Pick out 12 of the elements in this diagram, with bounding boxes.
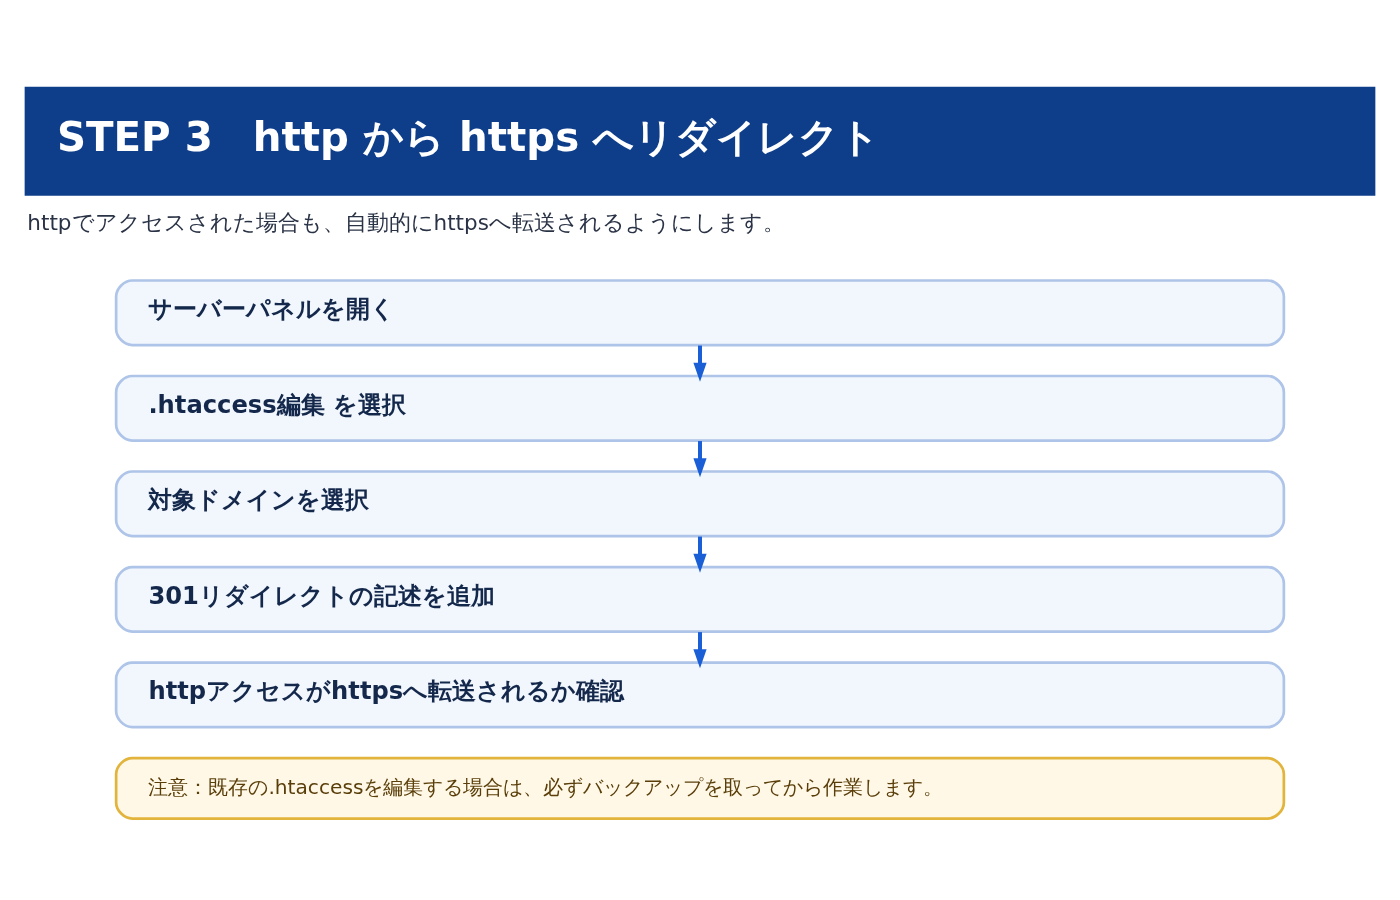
node-box: サーバーパネルを開く: [114, 279, 1286, 347]
arrow: [693, 441, 707, 478]
label: httpでアクセスされた場合も、自動的にhttpsへ転送されるようにします。: [27, 210, 785, 236]
node-box: httpアクセスがhttpsへ転送されるか確認: [114, 661, 1286, 729]
diagram-title: STEP 3 http から https へリダイレクト: [56, 113, 881, 161]
node-box: 対象ドメインを選択: [114, 470, 1286, 538]
arrow: [693, 345, 707, 382]
arrow: [693, 632, 707, 669]
node-box: .htaccess編集 を選択: [114, 374, 1286, 442]
arrow: [693, 536, 707, 573]
node-box: 301リダイレクトの記述を追加: [114, 565, 1286, 633]
node-box: 注意：既存の.htaccessを編集する場合は、必ずバックアップを取ってから作業します。: [114, 756, 1286, 820]
